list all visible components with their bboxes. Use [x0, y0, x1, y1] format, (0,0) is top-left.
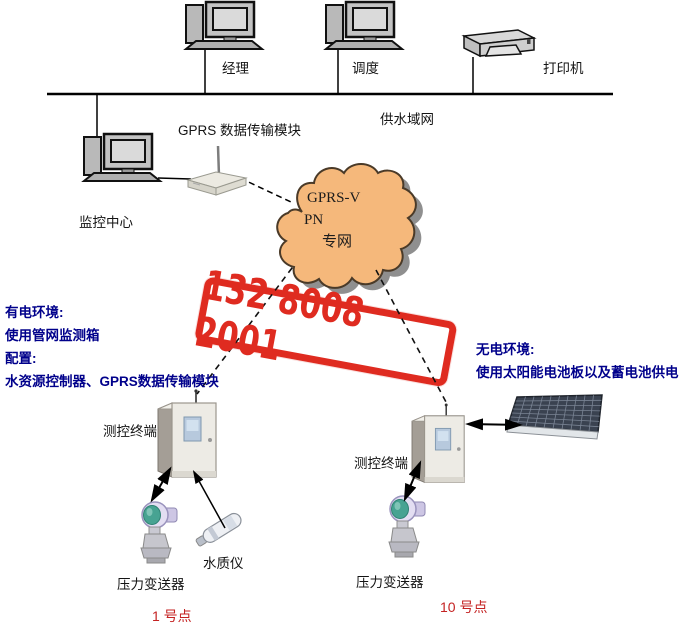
- water-quality-label: 水质仪: [203, 556, 244, 571]
- printer-label: 打印机: [543, 61, 584, 76]
- note-left-line2: 使用管网监测箱: [5, 328, 100, 343]
- cloud-shape: [276, 163, 417, 289]
- lan-bus-lines: [47, 49, 613, 203]
- terminal2-label: 测控终端: [354, 456, 408, 471]
- powered-environment-note: 有电环境: 使用管网监测箱 配置: 水资源控制器、GPRS数据传输模块: [5, 301, 219, 393]
- transmitter2-label: 压力变送器: [356, 575, 424, 590]
- monitoring-center-label: 监控中心: [79, 215, 133, 230]
- cloud-to-cabinet2-dashed-line: [375, 269, 447, 403]
- note-right-line1: 无电环境:: [476, 342, 535, 357]
- point2-label: 10 号点: [440, 599, 488, 615]
- cloud-to-cabinet1-dashed-line: [196, 267, 293, 395]
- pc-to-modem-line: [157, 177, 192, 180]
- manager-label: 经理: [222, 61, 249, 76]
- water-network-label: 供水域网: [380, 112, 434, 127]
- site-arrows: [150, 418, 523, 529]
- water-meter-to-cabinet-arrow: [192, 470, 226, 529]
- solar-panel-grid: [509, 395, 602, 432]
- water-quality-meter-icon: [195, 512, 242, 547]
- cabinet2-to-solar-arrow: [465, 418, 523, 431]
- solar-panel-icon: [506, 394, 603, 440]
- gprs-module-label: GPRS 数据传输模块: [178, 123, 302, 138]
- terminal1-label: 测控终端: [103, 424, 157, 439]
- printer-icon: [461, 29, 537, 58]
- gprs-vpn-cloud: [276, 163, 423, 294]
- cloud-label-line1: GPRS-V: [307, 190, 361, 206]
- cabinet1-to-transmitter-arrow: [150, 466, 172, 503]
- unpowered-environment-note: 无电环境: 使用太阳能电池板以及蓄电池供电: [476, 338, 679, 384]
- point1-label: 1 号点: [152, 608, 192, 624]
- note-left-line4: 水资源控制器、GPRS数据传输模块: [5, 374, 219, 389]
- cloud-label-line2: PN: [304, 212, 324, 228]
- note-left-line3: 配置:: [5, 351, 37, 366]
- note-right-line2: 使用太阳能电池板以及蓄电池供电: [476, 365, 679, 380]
- cloud-label-line3: 专网: [322, 234, 353, 250]
- gprs-modem-icon: [186, 145, 248, 196]
- transmitter1-label: 压力变送器: [117, 577, 185, 592]
- cabinet2-to-transmitter-arrow: [403, 460, 422, 502]
- note-left-line1: 有电环境:: [5, 305, 64, 320]
- dispatch-label: 调度: [352, 61, 379, 76]
